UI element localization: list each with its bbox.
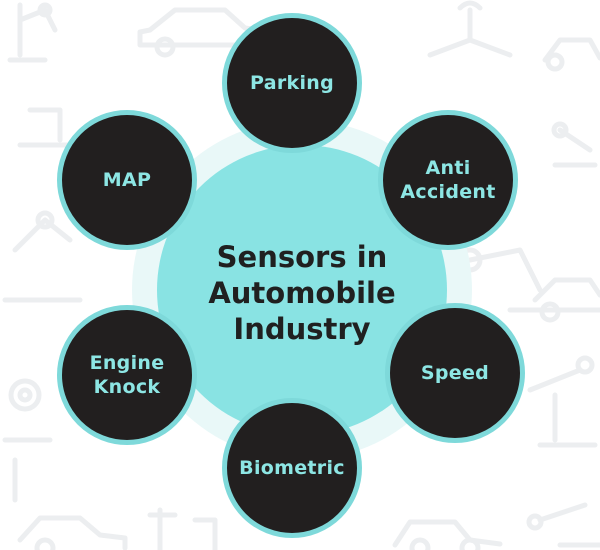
node-map: MAP: [57, 110, 197, 250]
node-label: Anti Accident: [400, 157, 496, 203]
car-icon: [17, 515, 128, 550]
node-label: Biometric: [239, 457, 345, 479]
robot-arm-icon: [527, 355, 598, 448]
node-parking: Parking: [222, 13, 362, 153]
car-icon: [532, 277, 600, 323]
node-label: Speed: [420, 362, 490, 384]
wrench-icon: [427, 0, 513, 58]
node-engine-knock: Engine Knock: [57, 305, 197, 445]
node-anti-accident: Anti Accident: [378, 110, 518, 250]
gear-icon: [2, 378, 53, 503]
robot-arm-icon: [2, 107, 83, 303]
node-label: MAP: [102, 169, 152, 191]
node-biometric: Biometric: [222, 398, 362, 538]
car-icon: [542, 37, 600, 72]
center-title: Sensors in Automobile Industry: [208, 240, 396, 346]
node-label: Engine Knock: [89, 352, 165, 398]
node-label: Parking: [250, 72, 334, 94]
wrench-icon: [526, 502, 600, 548]
node-speed: Speed: [385, 303, 525, 443]
robot-arm-icon: [7, 2, 58, 63]
car-lift-icon: [147, 507, 218, 550]
car-icon: [392, 519, 503, 550]
